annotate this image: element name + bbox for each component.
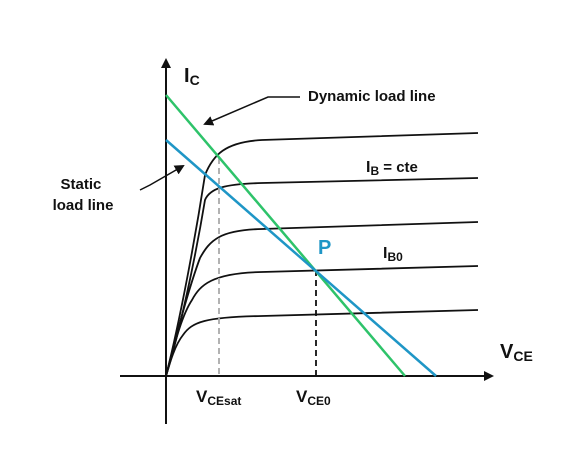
vce0-label: VCE0 — [296, 387, 331, 408]
q-point-label: P — [318, 237, 331, 259]
ib0-label: IB0 — [383, 245, 403, 264]
curve-ib-1 — [165, 309, 479, 377]
ib-cte-label: IB = cte — [366, 159, 418, 178]
dynamic-load-line — [165, 94, 406, 377]
x-axis-label: VCE — [500, 341, 533, 364]
curve-ib-5 — [165, 132, 479, 377]
static-load-line-label: Static load line — [53, 176, 114, 214]
static-load-line — [165, 139, 437, 377]
characteristic-curves — [165, 132, 479, 377]
dynamic-callout-arrow — [203, 96, 300, 126]
dynamic-load-line-label: Dynamic load line — [308, 88, 436, 105]
static-callout-arrow — [139, 165, 185, 191]
curve-ib-2 — [165, 265, 479, 377]
vcesat-label: VCEsat — [196, 387, 241, 408]
y-axis-label: IC — [184, 65, 200, 88]
